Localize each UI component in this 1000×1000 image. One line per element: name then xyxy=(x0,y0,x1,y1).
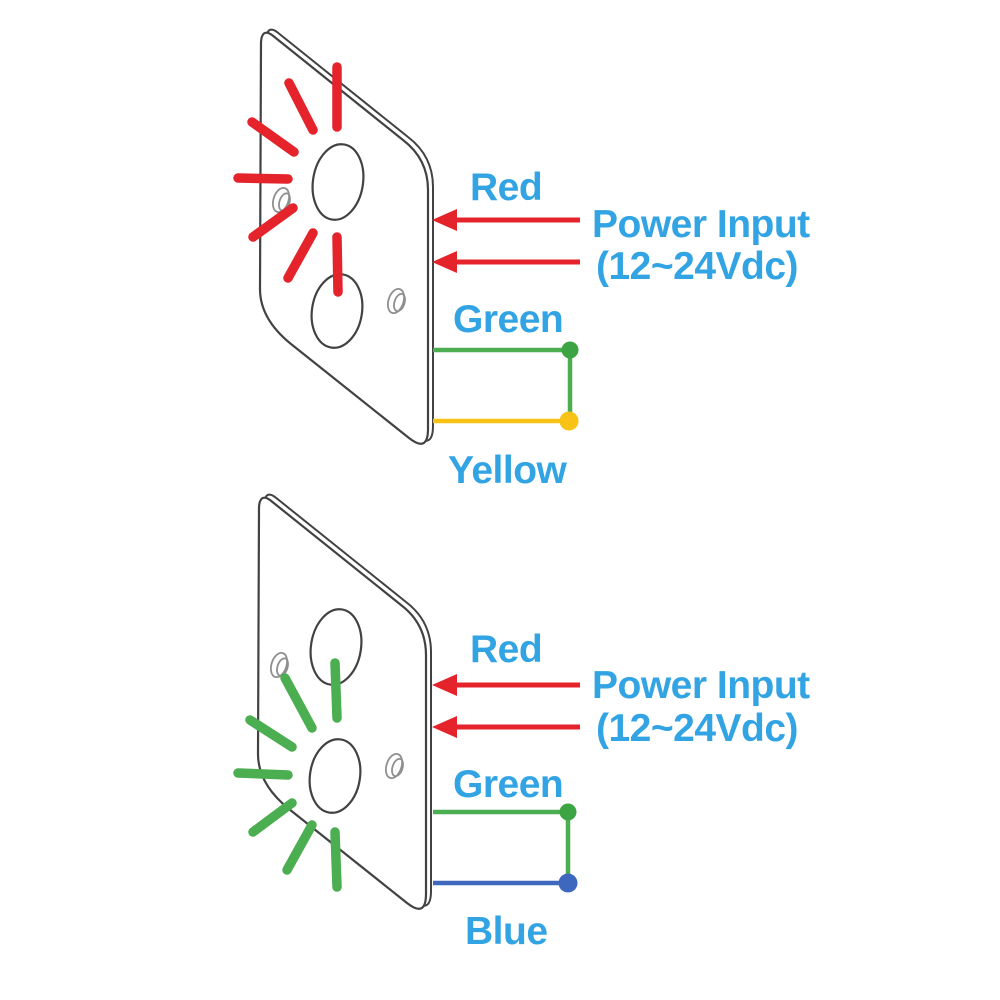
label-power-input: Power Input xyxy=(592,203,810,246)
panel-red-indicator: Red Power Input (12~24Vdc) Green Yellow xyxy=(233,28,811,492)
power-arrowhead-icon xyxy=(432,716,457,738)
flash-rays-red-icon xyxy=(233,62,343,297)
power-arrowhead-icon xyxy=(432,674,457,696)
yellow-wire-terminal xyxy=(559,411,579,431)
flash-ray xyxy=(332,232,343,297)
yellow-wire xyxy=(433,411,579,431)
panel-green-indicator: Red Power Input (12~24Vdc) Green Blue xyxy=(233,493,811,953)
flash-ray xyxy=(245,715,297,752)
label-green-wire: Green xyxy=(453,763,563,806)
green-wire xyxy=(433,803,577,883)
power-arrowhead-icon xyxy=(432,209,457,231)
flash-ray xyxy=(233,768,293,780)
label-blue-wire: Blue xyxy=(465,910,548,953)
flash-ray xyxy=(282,820,317,875)
flash-rays-green-icon xyxy=(233,658,342,892)
flash-ray xyxy=(283,228,318,283)
blue-wire xyxy=(433,873,578,893)
flash-ray xyxy=(233,173,293,184)
label-power-voltage: (12~24Vdc) xyxy=(596,707,798,750)
label-red-wire: Red xyxy=(470,628,542,671)
flash-ray xyxy=(248,203,298,242)
power-arrowhead-icon xyxy=(432,251,457,273)
flash-ray xyxy=(247,117,299,157)
flash-ray xyxy=(330,827,342,892)
label-yellow-wire: Yellow xyxy=(448,449,568,492)
device-plate xyxy=(258,28,435,445)
label-power-voltage: (12~24Vdc) xyxy=(596,245,798,288)
flash-ray xyxy=(284,78,318,135)
label-power-input: Power Input xyxy=(592,664,810,707)
blue-wire-terminal xyxy=(558,873,578,893)
flash-ray xyxy=(330,658,342,723)
green-wire xyxy=(433,341,579,421)
flash-ray xyxy=(280,673,317,733)
power-arrows xyxy=(432,209,580,273)
green-wire-terminal xyxy=(559,803,577,821)
power-arrows xyxy=(432,674,580,738)
green-wire-terminal xyxy=(561,341,579,359)
flash-ray xyxy=(248,798,297,837)
label-red-wire: Red xyxy=(470,166,542,209)
label-green-wire: Green xyxy=(453,298,563,341)
device-plate xyxy=(256,493,433,910)
